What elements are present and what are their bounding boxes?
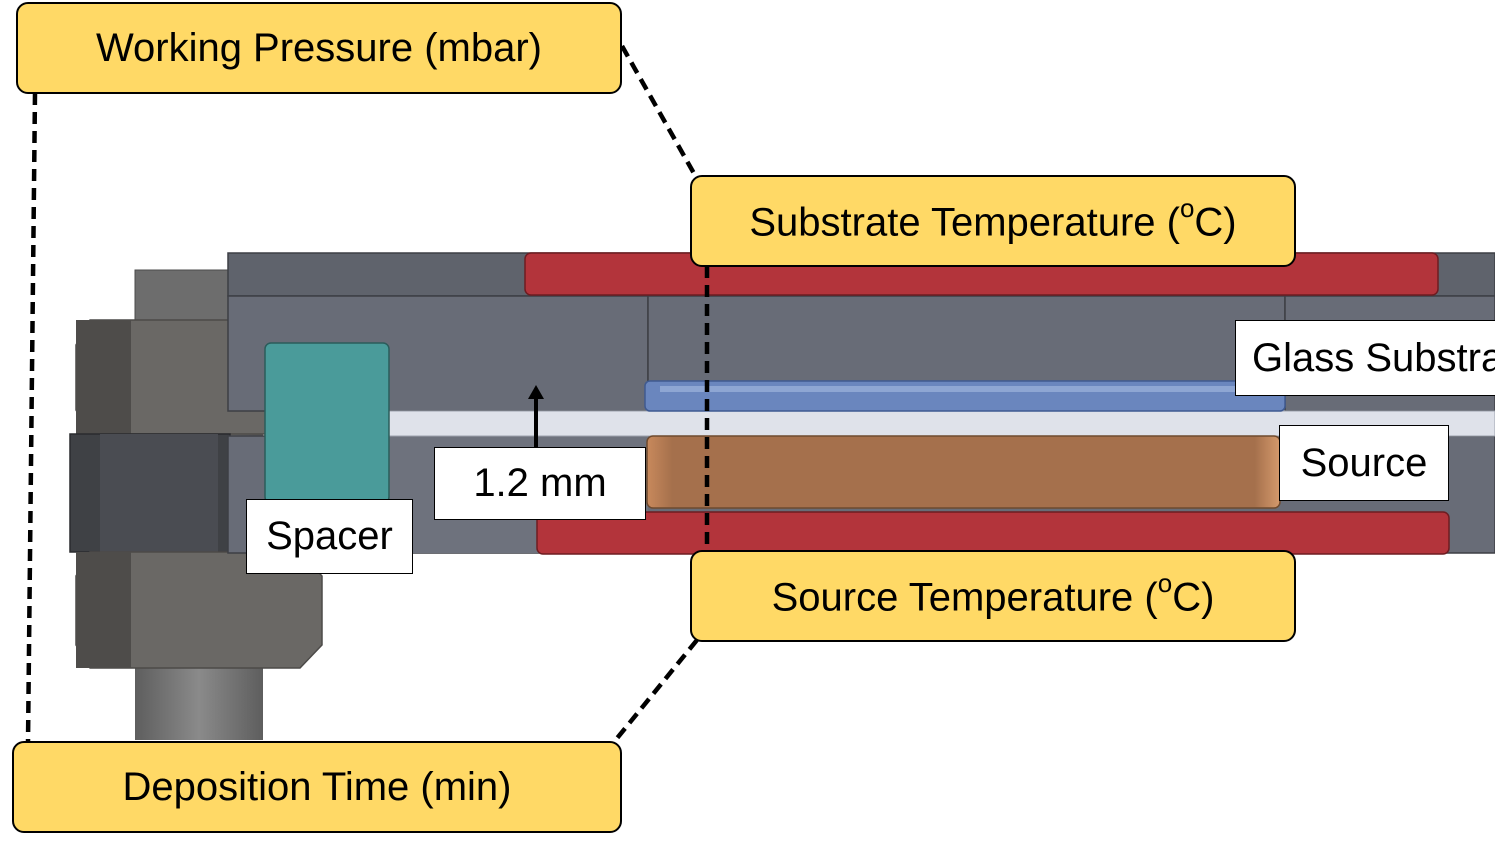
substrate-temperature-suffix: C) [1194,200,1237,245]
spacer [264,342,390,504]
source-temperature-suffix: C) [1172,575,1215,620]
substrate-temperature-prefix: Substrate Temperature ( [749,200,1180,245]
substrate-temperature-box: Substrate Temperature (oC) [690,175,1296,267]
working-pressure-label: Working Pressure (mbar) [95,25,543,70]
gap-label: 1.2 mm [473,461,607,505]
glass-substrate-label: Glass Substrate [1252,335,1495,380]
lower-nut-face-left [76,552,131,668]
source-temperature-degree: o [1157,567,1173,598]
glass-substrate [644,380,1286,412]
source-temperature-prefix: Source Temperature ( [771,575,1158,620]
source-heater [536,511,1450,555]
gap-label-box: 1.2 mm [434,447,646,520]
bolt-washer-face [100,434,218,552]
source-temperature-box: Source Temperature (oC) [690,550,1296,642]
upper-nut-face-left [76,320,131,434]
substrate-temperature-label: Substrate Temperature (oC) [749,193,1237,245]
working-pressure-box: Working Pressure (mbar) [16,2,622,94]
source-boat [646,435,1281,509]
substrate-temperature-degree: o [1179,192,1195,223]
source-temperature-label: Source Temperature (oC) [771,568,1215,620]
glass-substrate-highlight [660,386,1270,392]
spacer-label-box: Spacer [246,499,413,574]
deposition-time-label: Deposition Time (min) [122,764,512,809]
deposition-time-box: Deposition Time (min) [12,741,622,833]
connector-source-time [612,638,699,744]
connector-lines [25,44,710,744]
source-label-box: Source [1279,425,1449,501]
glass-substrate-label-box: Glass Substrate [1235,320,1495,396]
chamber-upper-center [647,295,1286,385]
spacer-label: Spacer [266,514,393,558]
source-label: Source [1300,440,1428,485]
connector-left [25,92,38,743]
connector-pressure-substrate [620,44,698,179]
